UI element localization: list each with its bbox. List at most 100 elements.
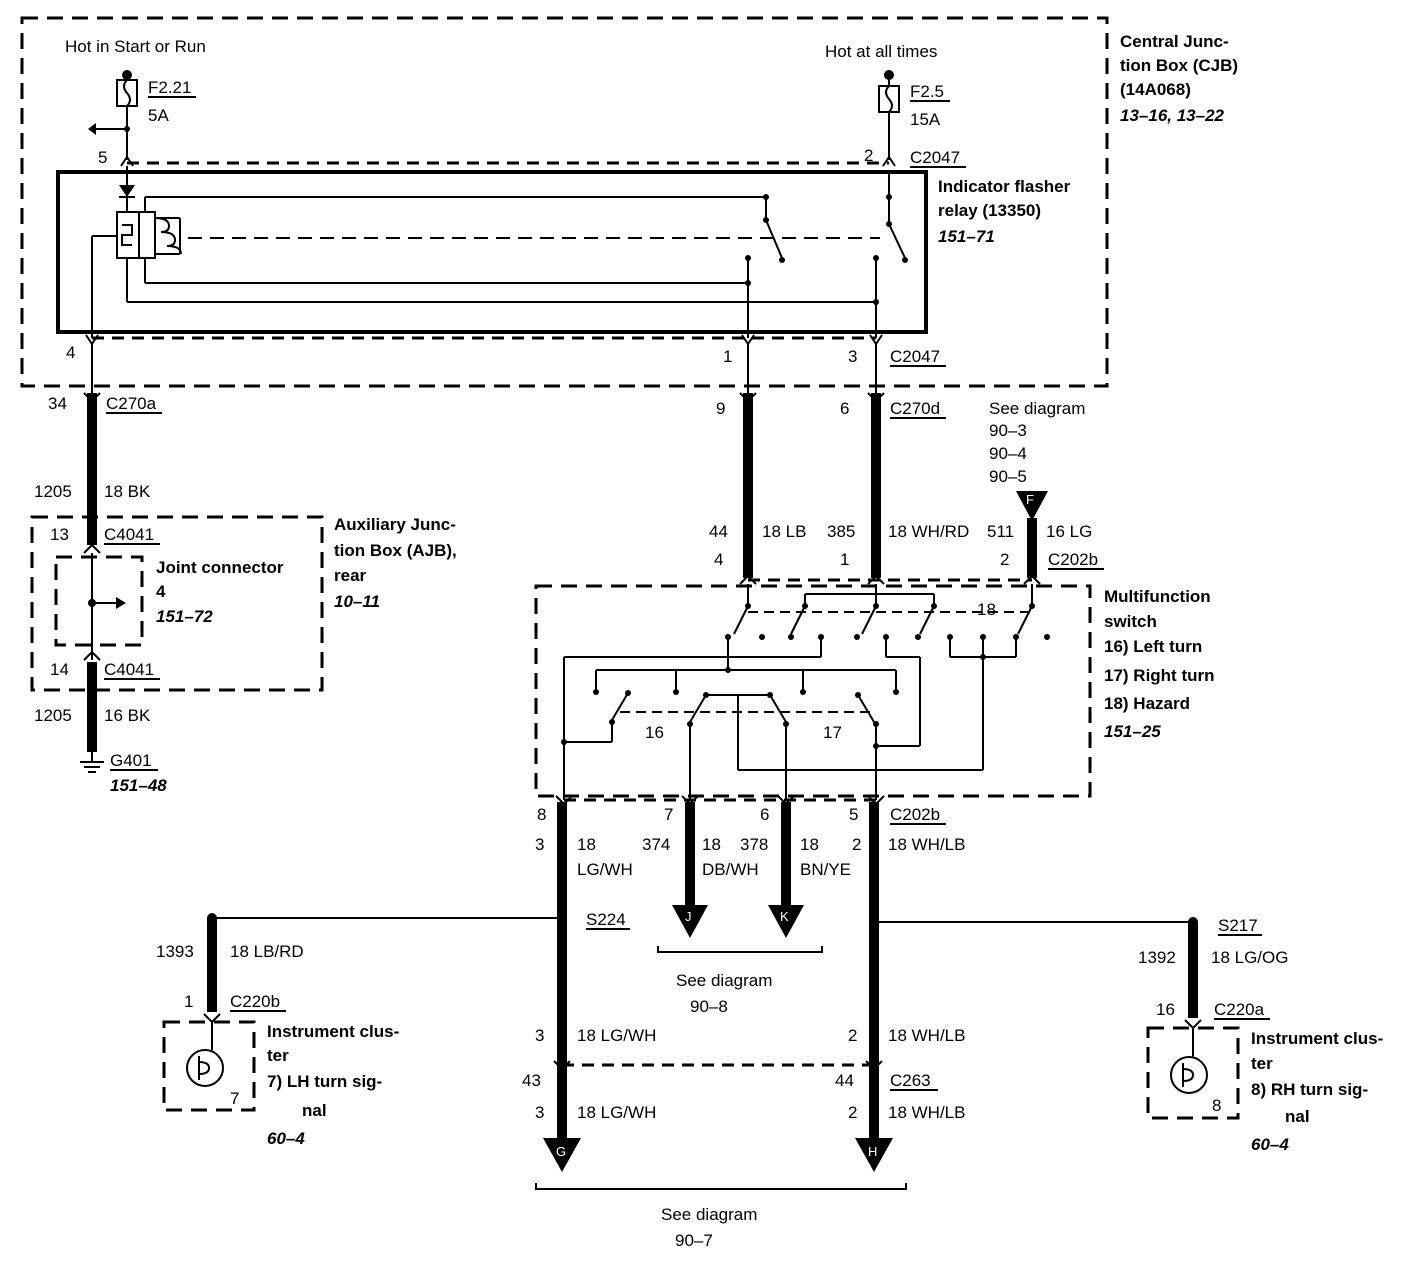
mfs-sw16: 16: [645, 723, 664, 742]
lower-c378: 378: [740, 835, 768, 854]
see-ref-90-7: 90–7: [675, 1231, 713, 1250]
lh-lamp-num: 7: [230, 1089, 239, 1108]
lower-w3a: 18: [577, 835, 596, 854]
rh-item-l1: 8) RH turn sig-: [1251, 1080, 1368, 1099]
see-ref-90-4: 90–4: [989, 444, 1027, 463]
see-diagram-90-3: See diagram: [989, 399, 1085, 418]
lower-w374a: 18: [702, 835, 721, 854]
rh-title-l1: Instrument clus-: [1251, 1029, 1383, 1048]
rh-title-l2: ter: [1251, 1054, 1273, 1073]
lower-w3d: 18 LG/WH: [577, 1103, 656, 1122]
left-circuit-1205: 1205: [34, 482, 72, 501]
multifunction-switch-internals: [561, 584, 1050, 800]
rh-circuit-1392: 1392: [1138, 948, 1176, 967]
rh-conn-c220a: C220a: [1214, 1000, 1265, 1019]
joint-connector-box: [54, 555, 144, 647]
svg-text:K: K: [780, 909, 789, 924]
joint-connector-l2: 4: [156, 582, 166, 601]
lh-title-l1: Instrument clus-: [267, 1022, 399, 1041]
ajb-pin14: 14: [50, 660, 69, 679]
lower-conn-c202b: C202b: [890, 805, 940, 824]
see-diagram-90-7: See diagram: [661, 1205, 757, 1224]
mid-conn-c270d: C270d: [890, 399, 940, 418]
cjb-pin5: 5: [98, 148, 107, 167]
ajb-ref: 10–11: [334, 592, 380, 611]
left-conn-c270a: C270a: [106, 394, 157, 413]
mfs-item16: 16) Left turn: [1104, 637, 1202, 656]
mfs-item17: 17) Right turn: [1104, 666, 1215, 685]
svg-text:J: J: [685, 909, 692, 924]
cjb-ref: 13–16, 13–22: [1120, 106, 1225, 125]
lower-w3c: 18 LG/WH: [577, 1026, 656, 1045]
lh-conn-c220b: C220b: [230, 992, 280, 1011]
lower-w3b: LG/WH: [577, 860, 633, 879]
cjb-pin1: 1: [723, 347, 732, 366]
mid-wire385: 18 WH/RD: [888, 522, 969, 541]
lh-item-l2: nal: [302, 1101, 327, 1120]
mid-wire44: 18 LB: [762, 522, 806, 541]
mid-pin2: 2: [1000, 550, 1009, 569]
cjb-pin2: 2: [864, 146, 873, 165]
cjb-title-l3: (14A068): [1120, 80, 1191, 99]
lh-turn-signal-lamp-icon: [186, 1022, 224, 1087]
rh-turn-signal-lamp-icon: [1170, 1028, 1208, 1094]
cjb-pin4: 4: [66, 343, 75, 362]
cjb-conn-bottom: C2047: [890, 347, 940, 366]
left-wire-18bk: 18 BK: [104, 482, 151, 501]
ajb-conn-bottom: C4041: [104, 660, 154, 679]
mid-pin1: 1: [840, 550, 849, 569]
hot-start-run-label: Hot in Start or Run: [65, 37, 206, 56]
cjb-title-l1: Central Junc-: [1120, 32, 1229, 51]
lh-item-l1: 7) LH turn sig-: [267, 1072, 382, 1091]
see-diagram-90-8: See diagram: [676, 971, 772, 990]
see-ref-90-3: 90–3: [989, 421, 1027, 440]
mfs-title-l2: switch: [1104, 612, 1157, 631]
left-wire-16bk: 16 BK: [104, 706, 151, 725]
lower-pin6: 6: [760, 805, 769, 824]
cjb-conn-top: C2047: [910, 148, 960, 167]
lower-w374b: DB/WH: [702, 860, 759, 879]
auxiliary-junction-box-outline: [30, 515, 324, 692]
mid-circ385: 385: [827, 522, 855, 541]
lower-pin43: 43: [522, 1071, 541, 1090]
see-ref-90-8: 90–8: [690, 997, 728, 1016]
lh-title-l2: ter: [267, 1046, 289, 1065]
joint-connector-ref: 151–72: [156, 607, 213, 626]
mfs-title-l1: Multifunction: [1104, 587, 1211, 606]
lower-c2c: 2: [848, 1103, 857, 1122]
lower-pin44: 44: [835, 1071, 854, 1090]
lh-ref: 60–4: [267, 1129, 305, 1148]
fuse1-id: F2.21: [148, 78, 191, 97]
ground-g401: G401: [110, 751, 152, 770]
mid-pin6: 6: [840, 399, 849, 418]
ajb-pin13: 13: [50, 525, 69, 544]
mfs-ref: 151–25: [1104, 722, 1161, 741]
connector-k-icon: K: [768, 905, 804, 938]
fuse2-id: F2.5: [910, 82, 944, 101]
svg-text:F: F: [1026, 492, 1034, 507]
ajb-title-l2: tion Box (AJB),: [334, 541, 457, 560]
ajb-title-l3: rear: [334, 566, 367, 585]
fuse-f2-21: [88, 70, 138, 160]
lh-wire: 18 LB/RD: [230, 942, 304, 961]
connector-j-icon: J: [672, 905, 708, 938]
mid-wire511: 16 LG: [1046, 522, 1092, 541]
rh-instrument-cluster-box: [1146, 1026, 1240, 1120]
lower-c2b: 2: [848, 1026, 857, 1045]
ground-icon: [80, 752, 104, 773]
splice-s217: S217: [1218, 916, 1258, 935]
mid-circ511: 511: [987, 522, 1014, 541]
see-ref-90-5: 90–5: [989, 467, 1027, 486]
flasher-relay-internals: [91, 166, 908, 338]
lh-pin1: 1: [184, 992, 193, 1011]
lh-circuit-1393: 1393: [156, 942, 194, 961]
mid-circ44: 44: [709, 522, 728, 541]
mid-pin9: 9: [716, 399, 725, 418]
cjb-title-l2: tion Box (CJB): [1120, 56, 1238, 75]
ajb-conn-top: C4041: [104, 525, 154, 544]
mfs-sw17: 17: [823, 723, 842, 742]
lower-w378b: BN/YE: [800, 860, 851, 879]
hot-all-times-label: Hot at all times: [825, 42, 937, 61]
fuse-f2-5: [878, 70, 900, 160]
